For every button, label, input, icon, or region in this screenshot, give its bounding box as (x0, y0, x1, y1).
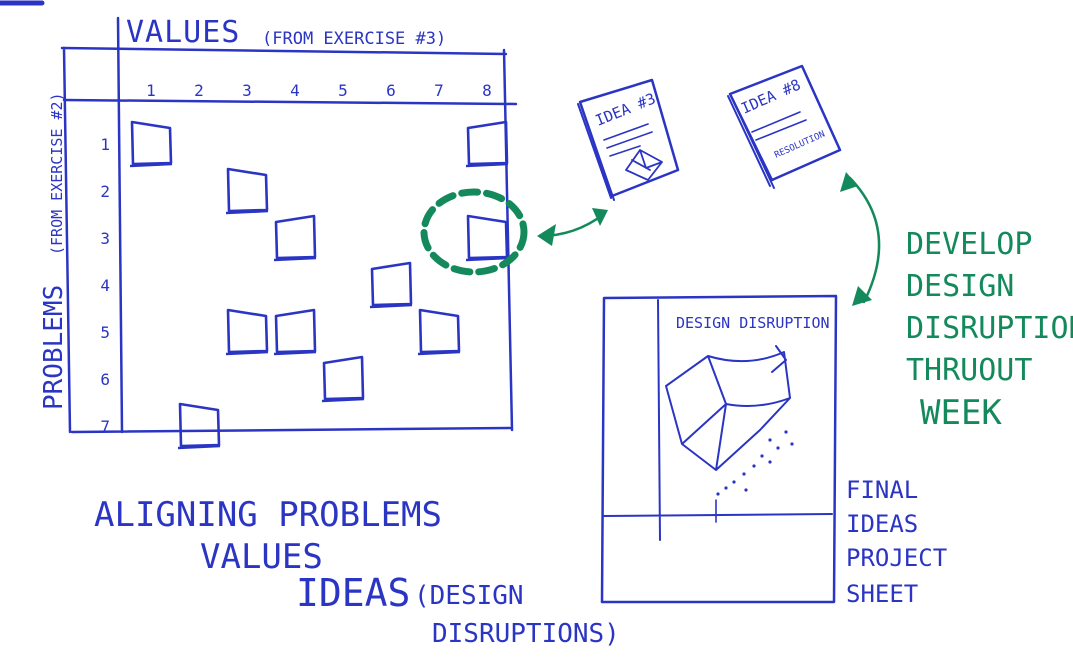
column-number: 2 (194, 81, 204, 100)
matrix-cells (129, 120, 509, 450)
matrix-cell-mark (417, 308, 461, 356)
sheet-label-line-2: IDEAS (846, 510, 918, 538)
caption-line-1: ALIGNING PROBLEMS (94, 495, 442, 535)
row-number: 4 (100, 276, 110, 295)
project-sheet-label: FINAL IDEAS PROJECT SHEET (846, 476, 947, 608)
sketch-shape-icon (625, 149, 663, 181)
column-number: 6 (386, 81, 396, 100)
design-sketch-icon (665, 345, 791, 471)
idea-card-8-subtitle: RESOLUTION (773, 130, 827, 161)
sheet-label-line-3: PROJECT (846, 544, 947, 572)
row-number: 5 (100, 323, 110, 342)
column-number: 4 (290, 81, 300, 100)
column-number: 5 (338, 81, 348, 100)
matrix-cell-mark (321, 355, 365, 403)
highlight-circle (420, 188, 528, 276)
arrowhead-left-icon (537, 224, 556, 246)
column-number: 1 (146, 81, 156, 100)
column-number: 3 (242, 81, 252, 100)
stipple-dots (716, 430, 794, 496)
matrix-header-line (62, 98, 518, 106)
develop-note: DEVELOP DESIGN DISRUPTION THRUOUT WEEK (906, 227, 1073, 433)
sheet-label-line-4: SHEET (846, 580, 918, 608)
connector-cell-to-idea3 (537, 208, 608, 246)
row-number: 7 (100, 417, 110, 436)
caption-line-3: IDEAS (296, 571, 410, 615)
develop-line-1: DEVELOP (906, 227, 1032, 262)
row-number: 2 (100, 182, 110, 201)
values-source: (FROM EXERCISE #3) (262, 29, 446, 49)
develop-line-5: WEEK (920, 393, 1002, 433)
values-title: VALUES (126, 15, 240, 50)
matrix-row-header-line (116, 16, 124, 434)
matrix-cell-mark (465, 120, 509, 168)
develop-line-3: DISRUPTION (906, 311, 1073, 346)
matrix-cell-mark (465, 214, 509, 262)
arrowhead-down-icon (852, 286, 872, 306)
arrowhead-right-icon (592, 208, 608, 226)
row-number: 1 (100, 135, 110, 154)
develop-line-4: THRUOUT (906, 353, 1032, 388)
matrix-cell-mark (225, 308, 269, 356)
project-sheet-heading: DESIGN DISRUPTION (676, 314, 830, 332)
problems-values-matrix: VALUES (FROM EXERCISE #3) PROBLEMS (FROM… (39, 15, 528, 450)
develop-line-2: DESIGN (906, 269, 1014, 304)
row-number: 6 (100, 370, 110, 389)
row-number: 3 (100, 229, 110, 248)
connector-idea8-to-sheet (840, 172, 881, 306)
sheet-label-line-1: FINAL (846, 476, 918, 504)
matrix-cell-mark (273, 214, 317, 262)
problems-source: (FROM EXERCISE #2) (48, 92, 66, 255)
caption-paren-2: DISRUPTIONS) (432, 619, 620, 649)
column-number: 7 (434, 81, 444, 100)
column-numbers: 1 2 3 4 5 6 7 8 (146, 81, 492, 100)
matrix-cell-mark (273, 308, 317, 356)
matrix-cell-mark (225, 167, 269, 215)
project-sheet: DESIGN DISRUPTION (600, 294, 838, 604)
row-numbers: 1 2 3 4 5 6 7 (100, 135, 110, 436)
caption-paren-1: (DESIGN (414, 581, 524, 611)
matrix-cell-mark (369, 261, 413, 309)
arrowhead-up-icon (840, 172, 858, 192)
idea-card-8-title: IDEA #8 (738, 75, 803, 117)
matrix-cell-mark (177, 402, 221, 450)
matrix-frame (60, 46, 514, 434)
column-number: 8 (482, 81, 492, 100)
caption-line-2: VALUES (200, 537, 323, 577)
caption: ALIGNING PROBLEMS VALUES IDEAS (DESIGN D… (94, 495, 620, 649)
problems-title: PROBLEMS (39, 285, 69, 410)
matrix-cell-mark (129, 120, 173, 168)
idea-card-8: IDEA #8 RESOLUTION (727, 64, 842, 189)
idea-card-3: IDEA #3 (577, 78, 680, 201)
